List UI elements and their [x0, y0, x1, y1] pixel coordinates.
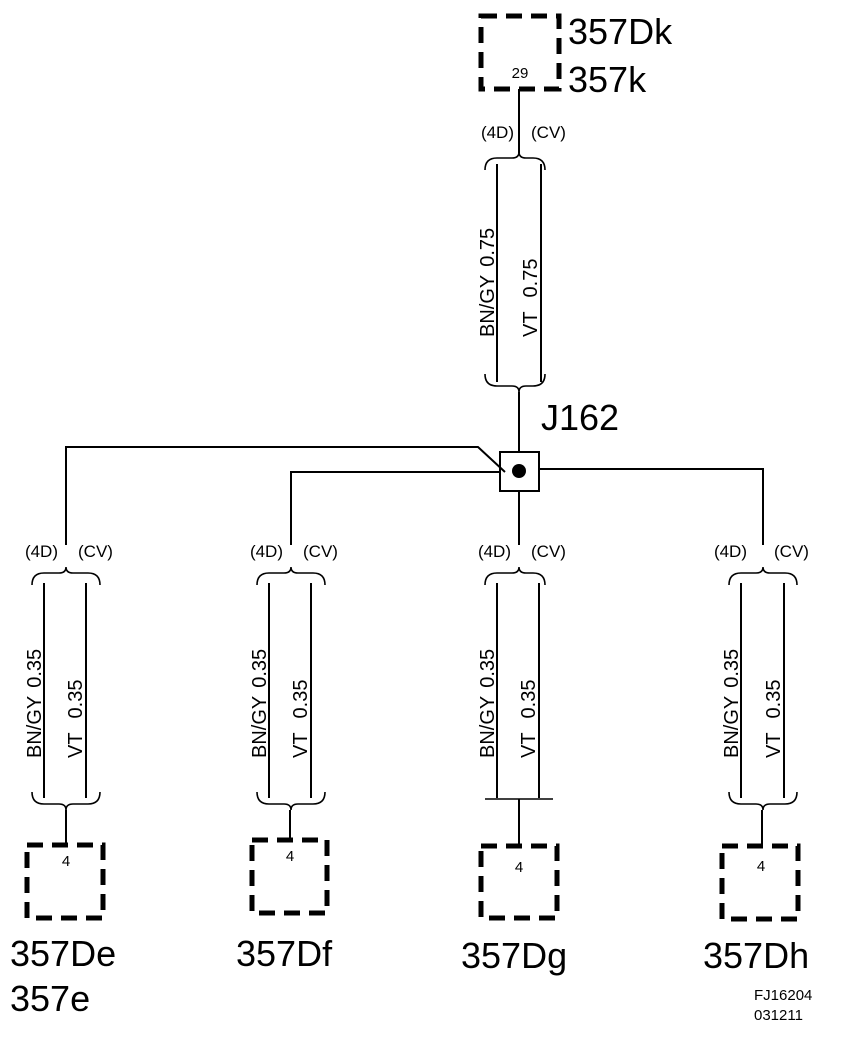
top-connector-label-2: 357k [568, 59, 647, 100]
branch-4-lower-bracket [728, 791, 798, 811]
branch-2-variant-left: (4D) [250, 542, 283, 561]
branch-3-connector-outline [478, 843, 560, 921]
branch-1-upper-bracket [31, 566, 101, 586]
branch-3: (4D) (CV) BN/GY0.35 VT0.35 4 357Dg [461, 542, 567, 976]
top-connector: 29 357Dk 357k [478, 11, 673, 100]
branch-3-wire-vt-label: VT0.35 [518, 680, 540, 759]
top-wire-vt-label: VT0.75 [520, 259, 542, 338]
branch-2-upper-bracket [256, 566, 326, 586]
branch-1-lower-bracket [31, 791, 101, 811]
branch-1-pin: 4 [62, 853, 70, 870]
branch-3-pin: 4 [515, 859, 523, 876]
branch-4-variant-right: (CV) [774, 542, 809, 561]
branch-3-wire-bngy-label: BN/GY0.35 [477, 649, 499, 758]
bus-wire-4 [539, 468, 764, 545]
top-upper-bracket [484, 151, 546, 171]
branch-4-upper-bracket [728, 566, 798, 586]
top-variant-left: (4D) [481, 123, 514, 142]
branch-4-wire-bngy-label: BN/GY0.35 [721, 649, 743, 758]
branch-1-label-2: 357e [10, 978, 90, 1019]
branch-1-label-1: 357De [10, 933, 116, 974]
branch-3-variant-left: (4D) [478, 542, 511, 561]
branch-1-variant-right: (CV) [78, 542, 113, 561]
branch-2-wire-vt-label: VT0.35 [290, 680, 312, 759]
junction-dot [512, 464, 526, 478]
top-wire-bngy-label: BN/GY0.75 [477, 228, 499, 337]
branch-4: (4D) (CV) BN/GY0.35 VT0.35 4 357Dh [703, 542, 809, 976]
top-connector-pin: 29 [512, 65, 529, 82]
branch-3-upper-bracket [484, 566, 546, 586]
branch-2-wire-bngy-label: BN/GY0.35 [249, 649, 271, 758]
bus-wire-1 [65, 446, 506, 545]
top-lower-bracket [484, 373, 546, 393]
branch-2-pin: 4 [286, 848, 294, 865]
branch-4-wire-vt-label: VT0.35 [763, 680, 785, 759]
branch-2: (4D) (CV) BN/GY0.35 VT0.35 4 357Df [236, 542, 338, 974]
branch-1-wire-bngy-label: BN/GY0.35 [24, 649, 46, 758]
branch-2-lower-bracket [256, 791, 326, 811]
figure-code: FJ16204 [754, 987, 812, 1004]
branch-1-variant-left: (4D) [25, 542, 58, 561]
junction-label: J162 [541, 397, 619, 438]
branch-4-variant-left: (4D) [714, 542, 747, 561]
branch-2-connector-outline [249, 837, 330, 916]
branch-1-wire-vt-label: VT0.35 [65, 680, 87, 759]
figure-date-code: 031211 [754, 1007, 803, 1024]
branch-1-connector-outline [24, 842, 106, 921]
top-connector-label-1: 357Dk [568, 11, 673, 52]
branch-3-label-1: 357Dg [461, 935, 567, 976]
branch-1: (4D) (CV) BN/GY0.35 VT0.35 4 357De 357e [10, 542, 116, 1019]
branch-4-label-1: 357Dh [703, 935, 809, 976]
branch-2-variant-right: (CV) [303, 542, 338, 561]
top-variant-right: (CV) [531, 123, 566, 142]
bus-wire-2 [290, 471, 500, 545]
branch-3-variant-right: (CV) [531, 542, 566, 561]
branch-4-pin: 4 [757, 858, 765, 875]
branch-4-connector-outline [719, 843, 801, 922]
branch-2-label-1: 357Df [236, 933, 333, 974]
